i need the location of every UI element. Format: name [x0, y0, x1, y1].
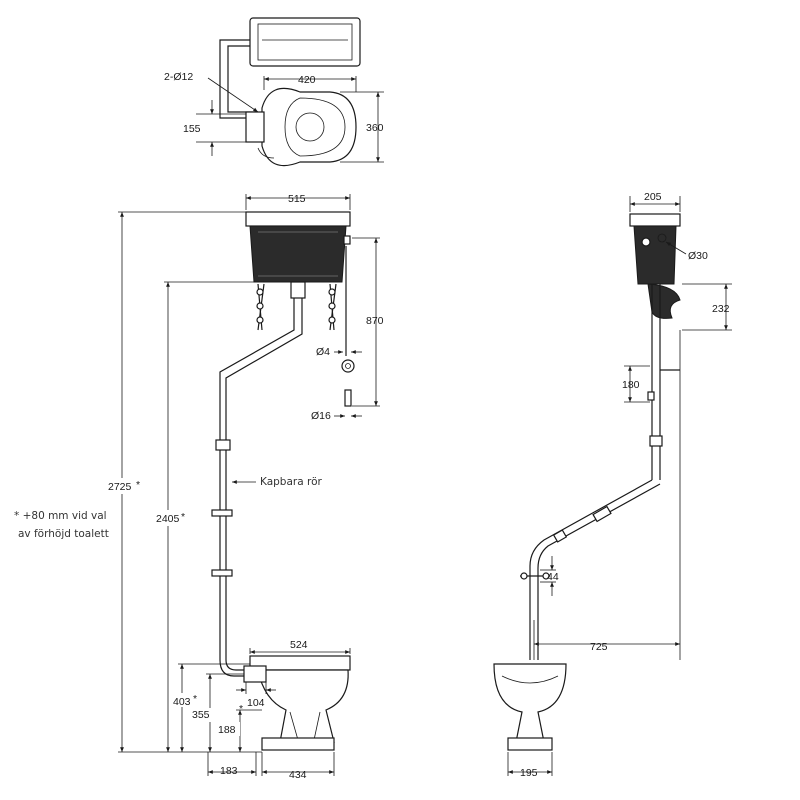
- dim-label-2405: 2405: [156, 513, 180, 525]
- dim-cistern-width: 515: [245, 193, 351, 210]
- dim-floor-outlet: 188: [216, 709, 262, 752]
- front-view: 515 870 Ø4 Ø16 2725 *: [106, 193, 384, 781]
- dim-label-pipe-holes: 2-Ø12: [164, 71, 193, 83]
- dim-top-offset: 155: [183, 100, 246, 156]
- cistern-brackets: [256, 283, 337, 331]
- dim-label-188: 188: [218, 724, 236, 736]
- asterisk-403: *: [193, 693, 197, 705]
- dim-side-pipe-gap: 44: [540, 556, 559, 596]
- dim-side-projection: 725: [533, 330, 681, 660]
- dim-label-205: 205: [644, 191, 662, 203]
- dim-side-bracket: 232: [682, 283, 732, 331]
- dim-label-o30: Ø30: [688, 250, 708, 262]
- dim-side-cistern-depth: 205: [629, 191, 681, 212]
- dim-chain-diameter: Ø4: [316, 346, 362, 358]
- dim-outlet-offset: 104: [236, 682, 276, 709]
- dim-label-o16: Ø16: [311, 410, 331, 422]
- dim-label-515: 515: [288, 193, 306, 205]
- note-line-1: * +80 mm vid val: [14, 510, 107, 522]
- dim-wall-distance: 183: [207, 752, 257, 777]
- dim-label-870: 870: [366, 315, 384, 327]
- height-note: * +80 mm vid val av förhöjd toalett: [14, 510, 109, 540]
- dim-label-104: 104: [247, 697, 265, 709]
- asterisk-2725: *: [136, 479, 140, 491]
- dim-label-420: 420: [298, 74, 316, 86]
- asterisk-2405: *: [181, 511, 185, 523]
- dim-label-434: 434: [289, 769, 307, 781]
- dim-top-width: 420: [263, 74, 357, 92]
- dim-label-725: 725: [590, 641, 608, 653]
- dim-pan-height: 403 *: [170, 663, 250, 752]
- dim-side-base: 195: [507, 752, 553, 779]
- note-line-2: av förhöjd toalett: [18, 528, 109, 540]
- cuttable-pipe-label: Kapbara rör: [260, 476, 322, 488]
- dim-label-232: 232: [712, 303, 730, 315]
- dim-total-height: 2725 *: [106, 211, 262, 753]
- dim-pan-width: 524: [249, 639, 351, 654]
- dim-label-2725: 2725: [108, 481, 132, 493]
- dim-label-155: 155: [183, 123, 201, 135]
- dim-outlet-height: 355 *: [190, 673, 244, 752]
- dim-label-o4: Ø4: [316, 346, 330, 358]
- dim-label-183: 183: [220, 765, 238, 777]
- dim-cistern-bottom-height: 2405 *: [154, 281, 254, 752]
- plan-view: 420 2-Ø12 155 360: [164, 17, 384, 167]
- dim-label-44: 44: [547, 571, 559, 583]
- side-view: 205 Ø30 232 180 44: [493, 191, 732, 779]
- dim-base-width: 434: [261, 752, 335, 781]
- dim-cistern-height: 870: [352, 237, 384, 407]
- cuttable-pipe-callout: Kapbara rör: [232, 476, 322, 488]
- dim-top-depth: 360: [340, 91, 384, 163]
- dim-side-hole: Ø30: [657, 233, 708, 262]
- dim-label-524: 524: [290, 639, 308, 651]
- dim-label-403: 403: [173, 696, 191, 708]
- dim-label-355: 355: [192, 709, 210, 721]
- dim-label-180: 180: [622, 379, 640, 391]
- dim-pipe-holes: 2-Ø12: [164, 71, 259, 113]
- dim-handle-diameter: Ø16: [311, 410, 362, 422]
- dim-side-pull: 180: [622, 365, 650, 403]
- asterisk-355: *: [239, 703, 243, 715]
- dim-label-360: 360: [366, 122, 384, 134]
- dim-label-195: 195: [520, 767, 538, 779]
